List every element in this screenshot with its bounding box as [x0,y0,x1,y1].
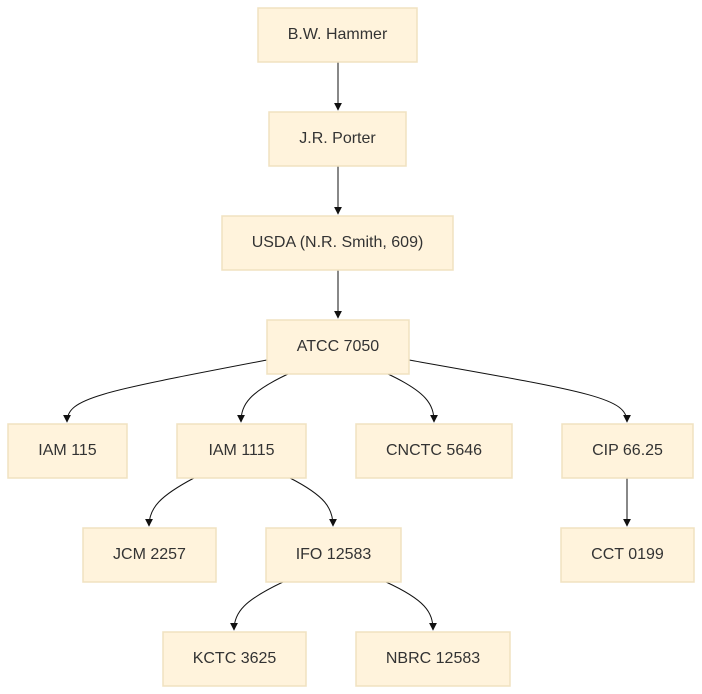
edge-ifo-12583-to-kctc-3625 [230,581,284,631]
node-jcm-2257[interactable]: JCM 2257 [82,527,217,583]
node-iam-1115[interactable]: IAM 1115 [176,423,307,479]
edge-atcc-7050-to-iam-1115 [237,373,289,423]
edge-ifo-12583-to-nbrc-12583 [385,581,437,631]
node-jr-porter[interactable]: J.R. Porter [268,111,407,167]
node-cnctc-5646[interactable]: CNCTC 5646 [355,423,513,479]
node-label: J.R. Porter [299,130,376,147]
node-label: JCM 2257 [113,546,186,563]
edge-iam-1115-to-jcm-2257 [145,477,195,527]
node-label: CIP 66.25 [592,442,663,459]
edge-atcc-7050-to-cnctc-5646 [387,373,438,423]
node-label: IAM 115 [38,442,97,459]
node-label: IAM 1115 [208,442,274,459]
node-iam-115[interactable]: IAM 115 [7,423,128,479]
node-label: B.W. Hammer [288,26,388,43]
node-label: IFO 12583 [296,546,372,563]
node-atcc-7050[interactable]: ATCC 7050 [266,319,410,375]
node-label: USDA (N.R. Smith, 609) [252,234,424,251]
edge-atcc-7050-to-iam-115 [63,359,268,423]
node-ifo-12583[interactable]: IFO 12583 [265,527,402,583]
node-cip-66-25[interactable]: CIP 66.25 [561,423,694,479]
node-label: NBRC 12583 [386,650,480,667]
node-label: ATCC 7050 [297,338,380,355]
edge-atcc-7050-to-cip-66-25 [408,359,631,423]
node-cct-0199[interactable]: CCT 0199 [560,527,695,583]
node-usda[interactable]: USDA (N.R. Smith, 609) [221,215,454,271]
node-nbrc-12583[interactable]: NBRC 12583 [355,631,511,687]
node-kctc-3625[interactable]: KCTC 3625 [162,631,307,687]
node-bw-hammer[interactable]: B.W. Hammer [257,7,418,63]
edge-iam-1115-to-ifo-12583 [289,477,337,527]
edges [63,62,631,631]
node-label: CNCTC 5646 [386,442,482,459]
node-label: KCTC 3625 [193,650,277,667]
node-label: CCT 0199 [591,546,664,563]
